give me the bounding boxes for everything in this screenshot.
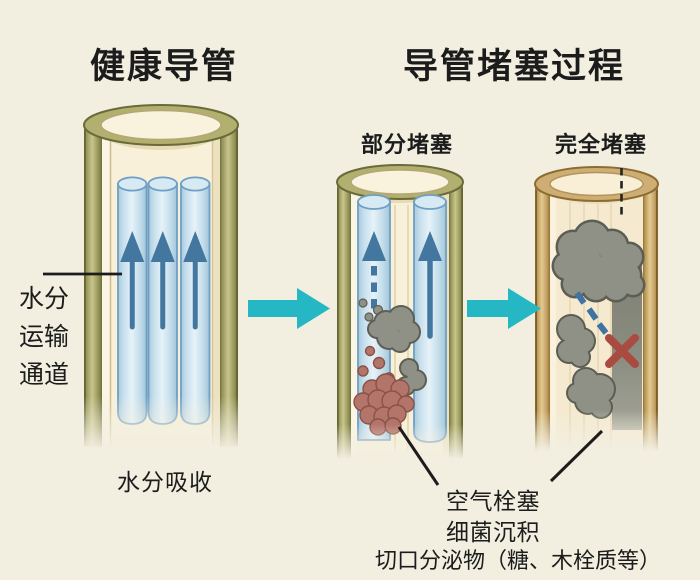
- channel-label-line-1: 水分: [19, 285, 70, 313]
- partial-blockage-label: 部分堵塞: [360, 132, 454, 157]
- interrupted-flow-arrow-icon: [362, 231, 386, 313]
- annotation-pointer-line-right: [549, 429, 604, 483]
- vessel-fade: [80, 396, 248, 464]
- transition-arrow-icon-2: [467, 288, 541, 329]
- blocking-clump-large: [551, 219, 646, 303]
- water-transport-channel-label: 水分 运输 通道: [19, 280, 69, 394]
- annotation-wound-secretion: 切口分泌物（糖、木栓质等）: [374, 548, 662, 573]
- complete-blockage-label: 完全堵塞: [554, 132, 648, 157]
- blocked-x-icon: [605, 334, 639, 368]
- annotation-air-embolism: 空气栓塞: [446, 488, 540, 514]
- blockage-process-title: 导管堵塞过程: [402, 47, 626, 86]
- channel-label-line-2: 运输: [19, 323, 70, 351]
- blocking-clump-small: [556, 314, 596, 368]
- transition-arrow-icon-1: [248, 288, 330, 329]
- upward-flow-arrow-icon: [418, 231, 442, 339]
- annotation-bacteria-deposit: 细菌沉积: [446, 519, 540, 545]
- partial-blockage-vessel-illustration: [336, 164, 464, 462]
- annotation-pointer-line-left: [397, 426, 440, 486]
- bacteria-cluster: [353, 345, 415, 436]
- broken-flow-dashes: [574, 291, 609, 335]
- healthy-vessel-title: 健康导管: [89, 47, 239, 86]
- healthy-vessel-illustration: [83, 104, 239, 447]
- channel-label-line-3: 通道: [19, 361, 70, 389]
- water-absorption-label: 水分吸收: [117, 469, 213, 495]
- upward-flow-arrow-icons: [120, 231, 208, 330]
- air-embolism-clumps: [358, 298, 427, 396]
